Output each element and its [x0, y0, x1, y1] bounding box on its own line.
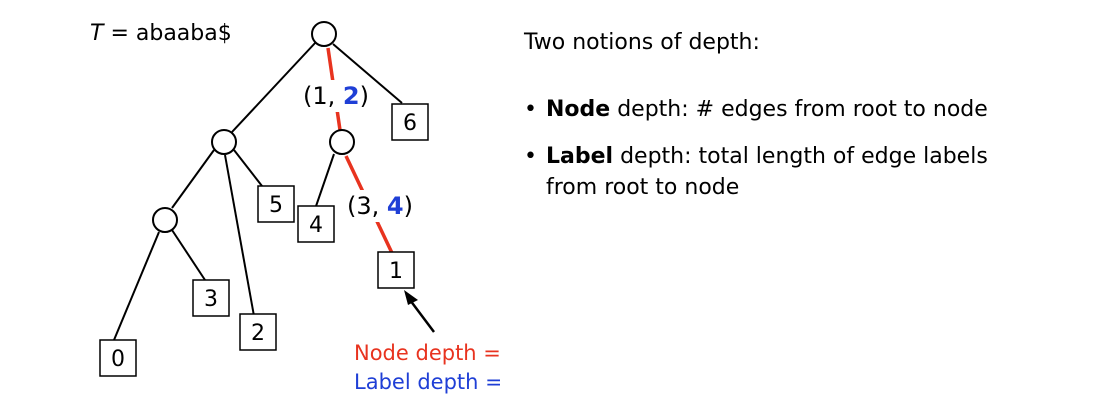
label-depth-note: Label depth = 2 + 4 = 6: [354, 370, 500, 394]
bullet-node: •: [524, 97, 537, 122]
leaf-box-2: [239, 313, 277, 351]
edge-right-to-leaf-4: [313, 153, 335, 213]
edge-left-to-leaf-2: [224, 154, 255, 317]
edge-label-2-backdrop: [342, 190, 416, 222]
edge-ll-to-leaf-0: [113, 231, 160, 341]
leaf-label-5: 5: [269, 193, 283, 218]
tree-edges: [113, 41, 403, 341]
leaf-labels: 6 5 4 3 2 1 0: [111, 111, 417, 372]
depth-definitions-list: • Node depth: # edges from root to node •…: [524, 94, 1016, 219]
leaf-label-0: 0: [111, 347, 125, 372]
pointer-arrow: [404, 290, 435, 333]
leaf-box-5: [257, 185, 295, 223]
leaf-label-3: 3: [204, 287, 218, 312]
definition-node-depth: • Node depth: # edges from root to node: [524, 94, 1016, 125]
bullet-label: •: [524, 144, 537, 169]
root-node: [311, 21, 337, 47]
edge-root-to-internal-left: [231, 41, 317, 133]
edge-ll-to-leaf-3: [171, 229, 206, 281]
internal-nodes: [152, 21, 355, 233]
term-label: Label: [546, 144, 614, 169]
leaf-label-1: 1: [389, 259, 403, 284]
node-depth-note: Node depth = 2: [354, 341, 500, 365]
edge-left-to-internal-ll: [171, 149, 215, 209]
leaf-label-6: 6: [403, 111, 417, 136]
leaf-box-4: [297, 205, 335, 243]
internal-node-right: [329, 129, 355, 155]
leaf-box-3: [192, 279, 230, 317]
string-label: T = abaaba$: [90, 21, 232, 46]
internal-node-ll: [152, 207, 178, 233]
edge-left-to-leaf-5: [233, 149, 263, 187]
explanation-heading: Two notions of depth:: [524, 30, 760, 55]
leaf-label-4: 4: [309, 213, 323, 238]
definition-label-depth: • Label depth: total length of edge label…: [524, 141, 1016, 203]
text-node-depth: depth: # edges from root to node: [610, 97, 988, 122]
internal-node-left: [211, 129, 237, 155]
edge-label-1-backdrop: [300, 80, 372, 112]
leaf-box-1: [377, 251, 415, 289]
leaf-box-0: [99, 339, 137, 377]
suffix-tree-diagram: 6 5 4 3 2 1 0 T = abaaba$ (1, 2) (3, 4) …: [90, 21, 500, 394]
leaf-boxes: [99, 103, 429, 377]
text-label-depth: depth: total length of edge labels from …: [546, 144, 988, 200]
term-node: Node: [546, 97, 611, 122]
edge-label-1: (1, 2): [303, 82, 369, 110]
leaf-label-2: 2: [251, 321, 265, 346]
edge-label-2: (3, 4): [347, 192, 413, 220]
leaf-box-6: [391, 103, 429, 141]
edge-root-to-leaf-6: [332, 43, 403, 104]
